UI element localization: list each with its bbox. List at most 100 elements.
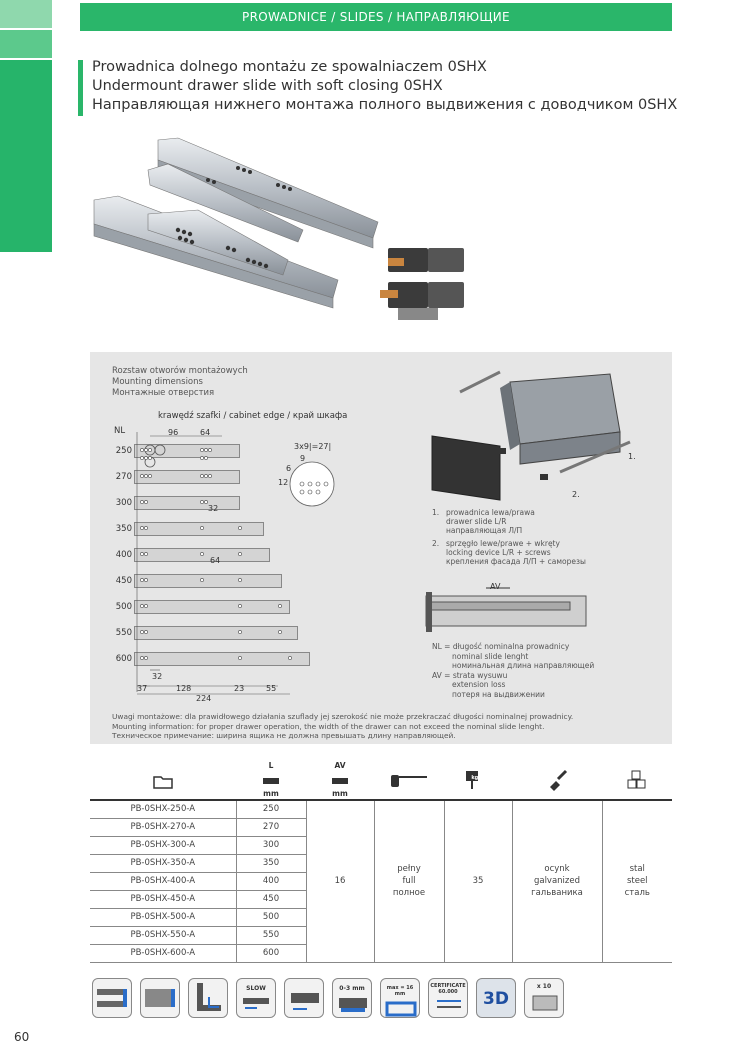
finish-pl: ocynk	[544, 864, 570, 875]
av-unit: mm	[332, 789, 348, 798]
push-to-open-icon	[284, 978, 324, 1018]
certificate-icon: CERTIFICATE 60.000	[428, 978, 468, 1018]
dim-55: 55	[266, 684, 277, 693]
slide-bar-350	[134, 522, 264, 536]
slide-bar-600	[134, 652, 310, 666]
product-code: PB-0SHX-270-A	[90, 818, 237, 837]
length-cell: 300	[236, 836, 306, 855]
max-label: max = 16 mm	[386, 985, 414, 997]
length-cell: 250	[236, 800, 306, 819]
material-en: steel	[626, 876, 648, 887]
av-def-en: extension loss	[452, 680, 506, 689]
length-cell: 270	[236, 818, 306, 837]
dim-64: 64	[200, 428, 211, 437]
finish-en: galvanized	[533, 876, 581, 887]
legend-en: locking device L/R + screws	[446, 548, 551, 557]
undermount-icon	[92, 978, 132, 1018]
mounting-notes: Uwagi montażowe: dla prawidłowego działa…	[112, 712, 573, 741]
nl-def-en: nominal slide lenght	[452, 651, 529, 661]
material-pl: stal	[629, 864, 645, 875]
load-value: 35	[443, 800, 512, 963]
note-pl: Uwagi montażowe: dla prawidłowego działa…	[112, 712, 574, 721]
product-code: PB-0SHX-450-A	[90, 890, 237, 909]
dim-37: 37	[137, 684, 148, 693]
feature-icons: SLOW 0-3 mm max = 16 mm CERTIFICATE 60.0…	[92, 978, 564, 1018]
length-label: L	[268, 761, 274, 770]
parts-legend: 1. prowadnica lewa/prawa drawer slide L/…	[432, 508, 586, 570]
adjustment-icon	[188, 978, 228, 1018]
dimension-drawing	[136, 370, 631, 695]
length-cell: 450	[236, 890, 306, 909]
extension-ru: полное	[392, 888, 426, 899]
legend-en: drawer slide L/R	[446, 517, 507, 526]
3d-model-icon: 3D	[476, 978, 516, 1018]
spec-table: L mm AV mm kg P	[90, 760, 672, 963]
dim-12: 12	[278, 478, 289, 487]
finish-ru: гальваника	[531, 888, 583, 899]
length-cell: 600	[236, 944, 306, 963]
product-code: PB-0SHX-300-A	[90, 836, 237, 855]
full-extension-icon	[140, 978, 180, 1018]
length-icon	[263, 777, 279, 784]
dim-96: 96	[168, 428, 179, 437]
weight-icon	[465, 770, 478, 789]
dim-128: 128	[176, 684, 192, 693]
product-code: PB-0SHX-600-A	[90, 944, 237, 963]
side-tab-2	[0, 30, 52, 58]
heading-ru: Монтажные отверстия	[112, 388, 215, 398]
slide-extension-icon	[391, 775, 427, 788]
nl-av-legend: NL = długość nominalna prowadnicy nomina…	[432, 642, 594, 699]
legend-ru: направляющая Л/П	[446, 526, 523, 535]
product-titles: Prowadnica dolnego montażu ze spowalniac…	[92, 58, 677, 115]
header-length: L mm	[236, 760, 306, 801]
extension-value: pełny full полное	[373, 800, 444, 963]
max-thickness-icon: max = 16 mm	[380, 978, 420, 1018]
slide-bar-550	[134, 626, 298, 640]
length-cell: 500	[236, 908, 306, 927]
title-en: Undermount drawer slide with soft closin…	[92, 78, 443, 94]
material-ru: сталь	[624, 888, 650, 899]
page-number: 60	[14, 1030, 30, 1044]
material-value: stal steel сталь	[601, 800, 672, 963]
row-350: 350	[115, 524, 132, 534]
load-unit: kg	[471, 775, 479, 781]
heading-pl: Rozstaw otworów montażowych	[112, 366, 248, 376]
3d-label: 3D	[483, 989, 509, 1009]
slide-bar-250	[134, 444, 240, 458]
row-500: 500	[115, 602, 132, 612]
row-270: 270	[115, 472, 132, 482]
section-header: PROWADNICE / SLIDES / НАПРАВЛЯЮЩИЕ	[80, 3, 672, 31]
extension-pl: pełny	[397, 864, 421, 875]
dim-hole-spacing: 3x9|=27|	[294, 442, 332, 451]
slide-bar-270	[134, 470, 240, 484]
row-400: 400	[115, 550, 132, 560]
slide-bar-450	[134, 574, 282, 588]
note-ru: Техническое примечание: ширина ящика не …	[112, 731, 456, 740]
callout-2: 2.	[572, 490, 580, 499]
extension-loss-icon	[332, 777, 348, 784]
nl-def-ru: номинальная длина направляющей	[452, 661, 595, 670]
product-code: PB-0SHX-250-A	[90, 800, 237, 819]
length-cell: 400	[236, 872, 306, 891]
title-pl: Prowadnica dolnego montażu ze spowalniac…	[92, 59, 487, 75]
slide-bar-500	[134, 600, 290, 614]
header-av: AV mm	[306, 760, 374, 801]
folder-icon	[153, 775, 173, 789]
dim-32: 32	[152, 672, 163, 681]
header-finish	[512, 760, 602, 801]
av-def-ru: потеря на выдвижении	[452, 689, 545, 699]
note-en: Mounting information: for proper drawer …	[112, 721, 545, 731]
nl-label: NL	[114, 426, 126, 436]
callout-1: 1.	[628, 452, 636, 461]
table-row: PB-0SHX-250-A 250 16 pełny full полное 3…	[90, 800, 672, 963]
av-def-pl: AV = strata wysuwu	[432, 670, 508, 680]
dimension-heading: Rozstaw otworów montażowych Mounting dim…	[112, 366, 248, 399]
title-ru: Направляющая нижнего монтажа полного выд…	[92, 97, 678, 113]
extension-en: full	[402, 876, 416, 887]
legend-ru: крепления фасада Л/П + саморезы	[446, 557, 586, 566]
legend-num: 2.	[432, 539, 440, 548]
section-title: PROWADNICE / SLIDES / НАПРАВЛЯЮЩИЕ	[242, 10, 510, 24]
